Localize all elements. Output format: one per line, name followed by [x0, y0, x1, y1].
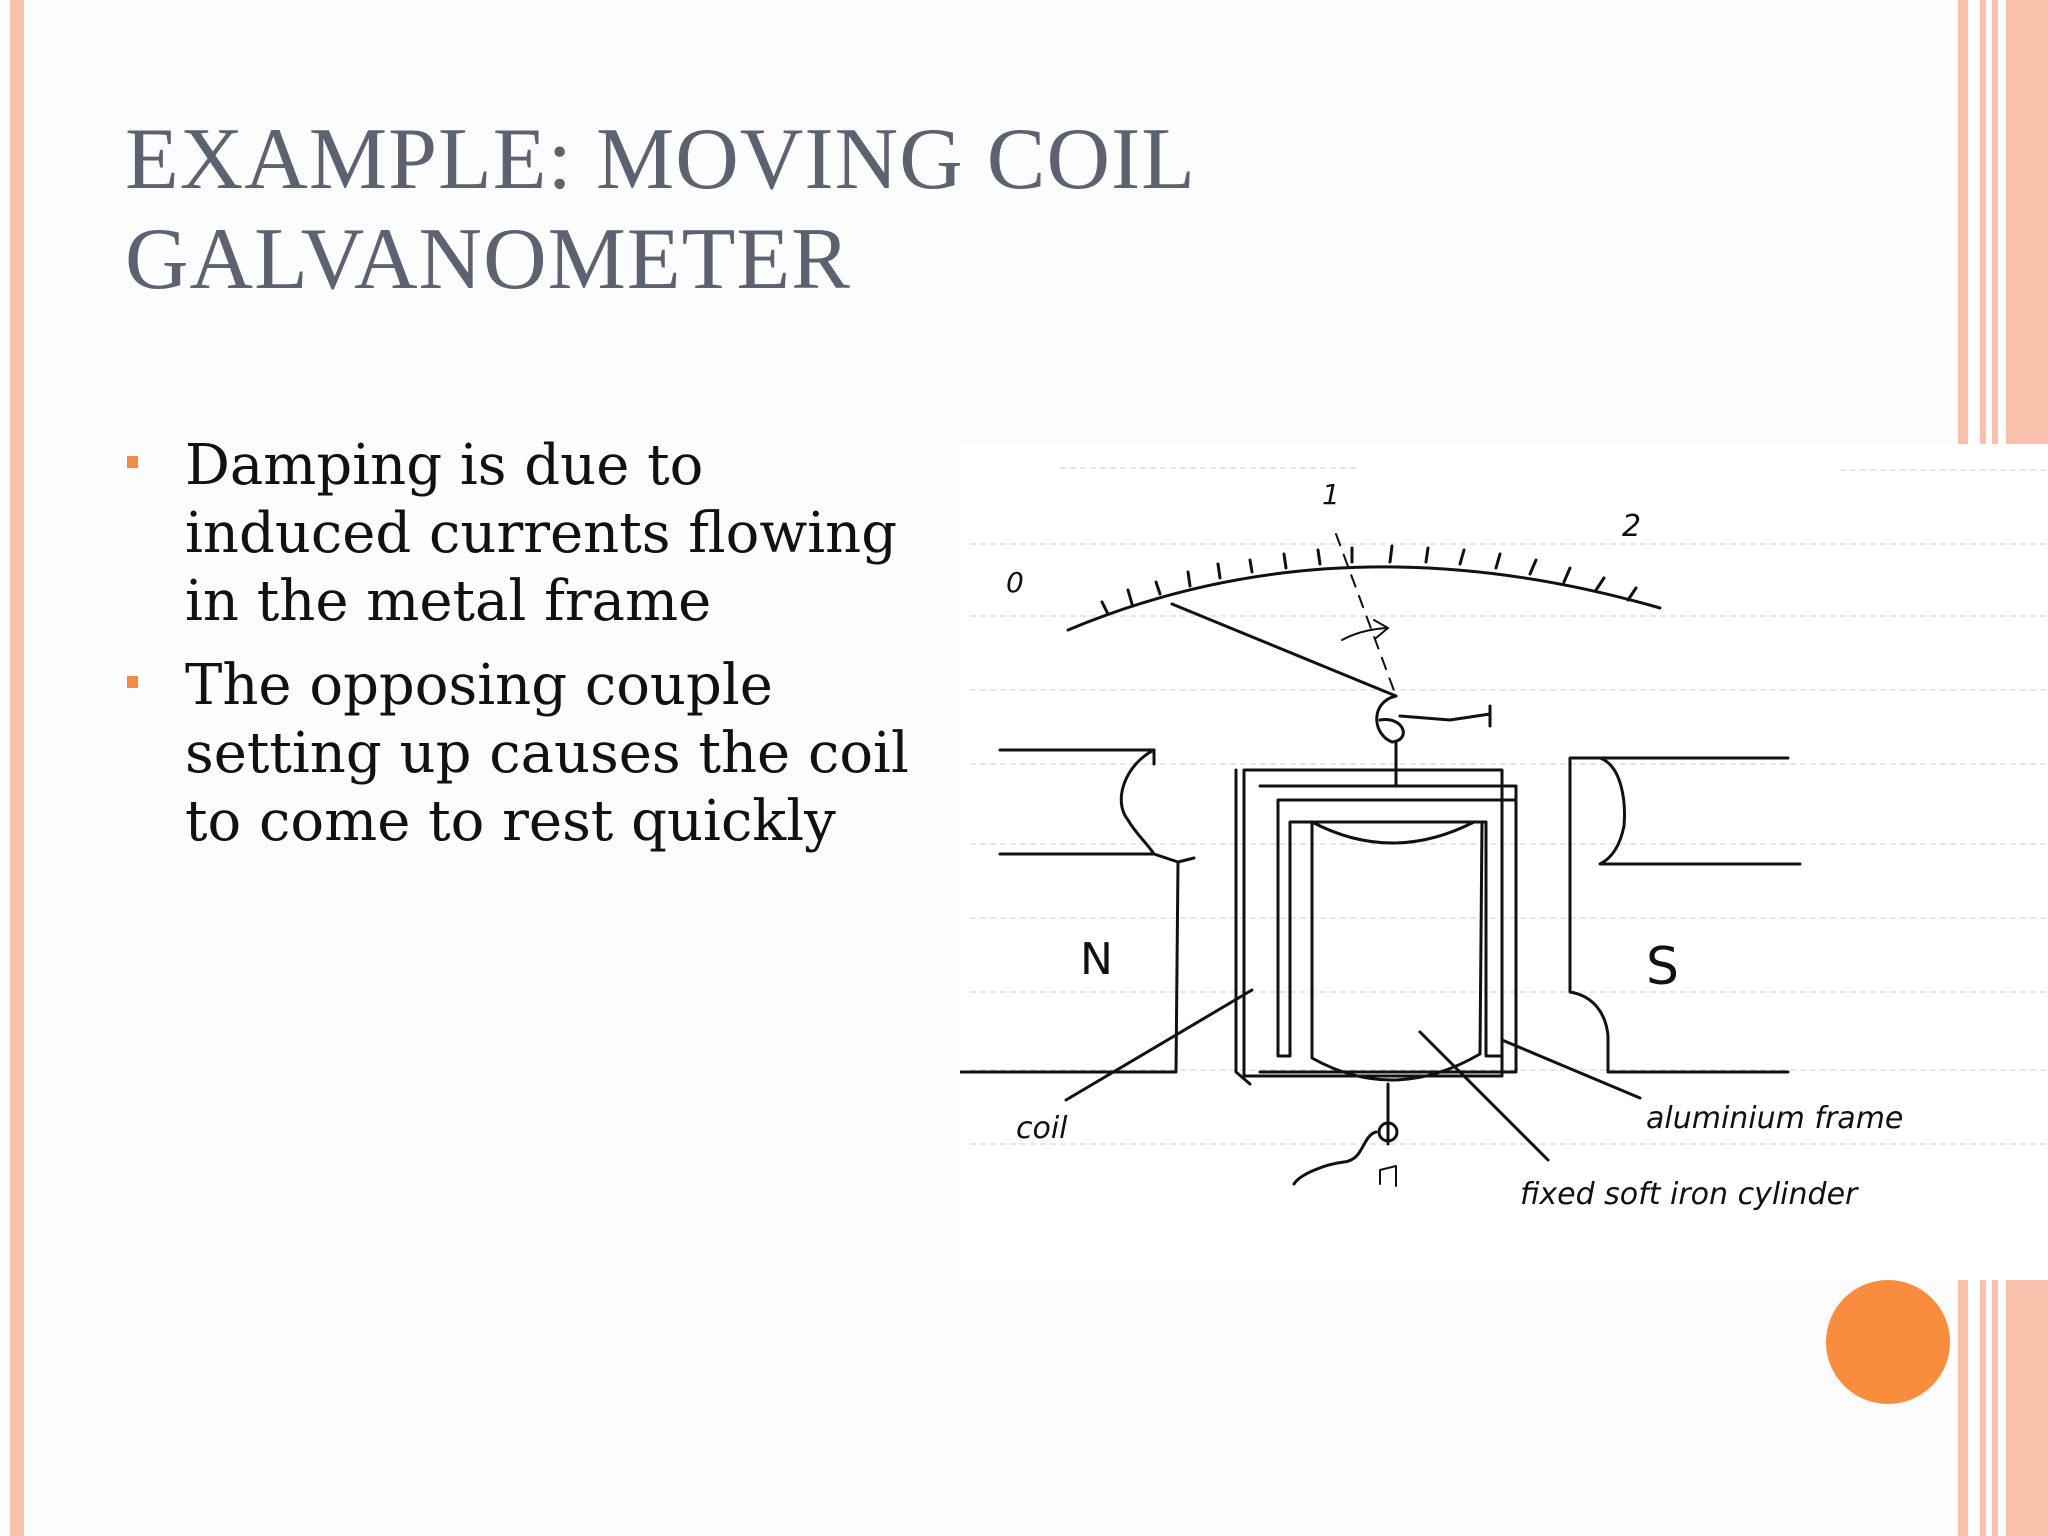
bottom-spring — [1292, 1130, 1378, 1186]
soft-iron-cylinder — [1310, 820, 1484, 1082]
bullet-list: Damping is due to induced currents flowi… — [125, 432, 925, 872]
top-spring — [1375, 694, 1492, 744]
fixed-soft-iron-cylinder-label: fixed soft iron cylinder — [1520, 1177, 1859, 1212]
slide-title: EXAMPLE: MOVING COIL GALVANOMETER — [125, 110, 1425, 310]
bullet-item: Damping is due to induced currents flowi… — [125, 432, 925, 636]
aluminium-frame-inner — [1234, 768, 1518, 1086]
deflection-arrow-icon — [1341, 619, 1389, 641]
galvanometer-sketch: 0 1 2 N S coil aluminium frame fixed sof… — [960, 467, 2048, 1212]
bullet-square-icon — [127, 456, 138, 468]
deflection-dashed-line — [1335, 533, 1397, 697]
pole-label-s: S — [1646, 937, 1679, 997]
frame-leader-line — [1500, 1038, 1642, 1100]
scale-ticks — [1100, 544, 1638, 616]
coil-leader-line — [1064, 988, 1254, 1102]
coil-label: coil — [1016, 1111, 1068, 1146]
bullet-text: Damping is due to induced currents flowi… — [185, 433, 898, 634]
scale-label-0: 0 — [1006, 566, 1024, 599]
scale-label-1: 1 — [1322, 478, 1340, 511]
pole-label-n: N — [1080, 934, 1113, 985]
magnet-south — [1568, 756, 1802, 1074]
magnet-north — [960, 748, 1196, 1074]
cylinder-leader-line — [1418, 1030, 1550, 1162]
title-line-1: EXAMPLE: MOVING COIL — [125, 111, 1197, 208]
right-decorative-stripes-bottom — [1958, 1280, 2048, 1536]
bottom-pivot-icon — [1377, 1121, 1399, 1143]
ruled-lines — [970, 467, 2048, 1145]
galvanometer-diagram: 0 1 2 N S coil aluminium frame fixed sof… — [960, 444, 2048, 1280]
bullet-square-icon — [127, 676, 138, 688]
bullet-item: The opposing couple setting up causes th… — [125, 652, 925, 856]
pointer-needle — [1170, 602, 1398, 698]
scale-label-2: 2 — [1622, 509, 1641, 544]
aluminium-frame-label: aluminium frame — [1646, 1101, 1903, 1136]
bullet-text: The opposing couple setting up causes th… — [185, 653, 909, 854]
coil-outline — [1276, 798, 1518, 1058]
magnet-north-face — [1152, 748, 1180, 864]
title-line-2: GALVANOMETER — [125, 211, 851, 308]
scale-arc — [1066, 565, 1662, 632]
right-decorative-stripes-top — [1958, 0, 2048, 444]
aluminium-frame-outer — [1242, 768, 1504, 1078]
accent-dot — [1826, 1280, 1950, 1404]
left-decorative-stripe — [10, 0, 24, 1536]
